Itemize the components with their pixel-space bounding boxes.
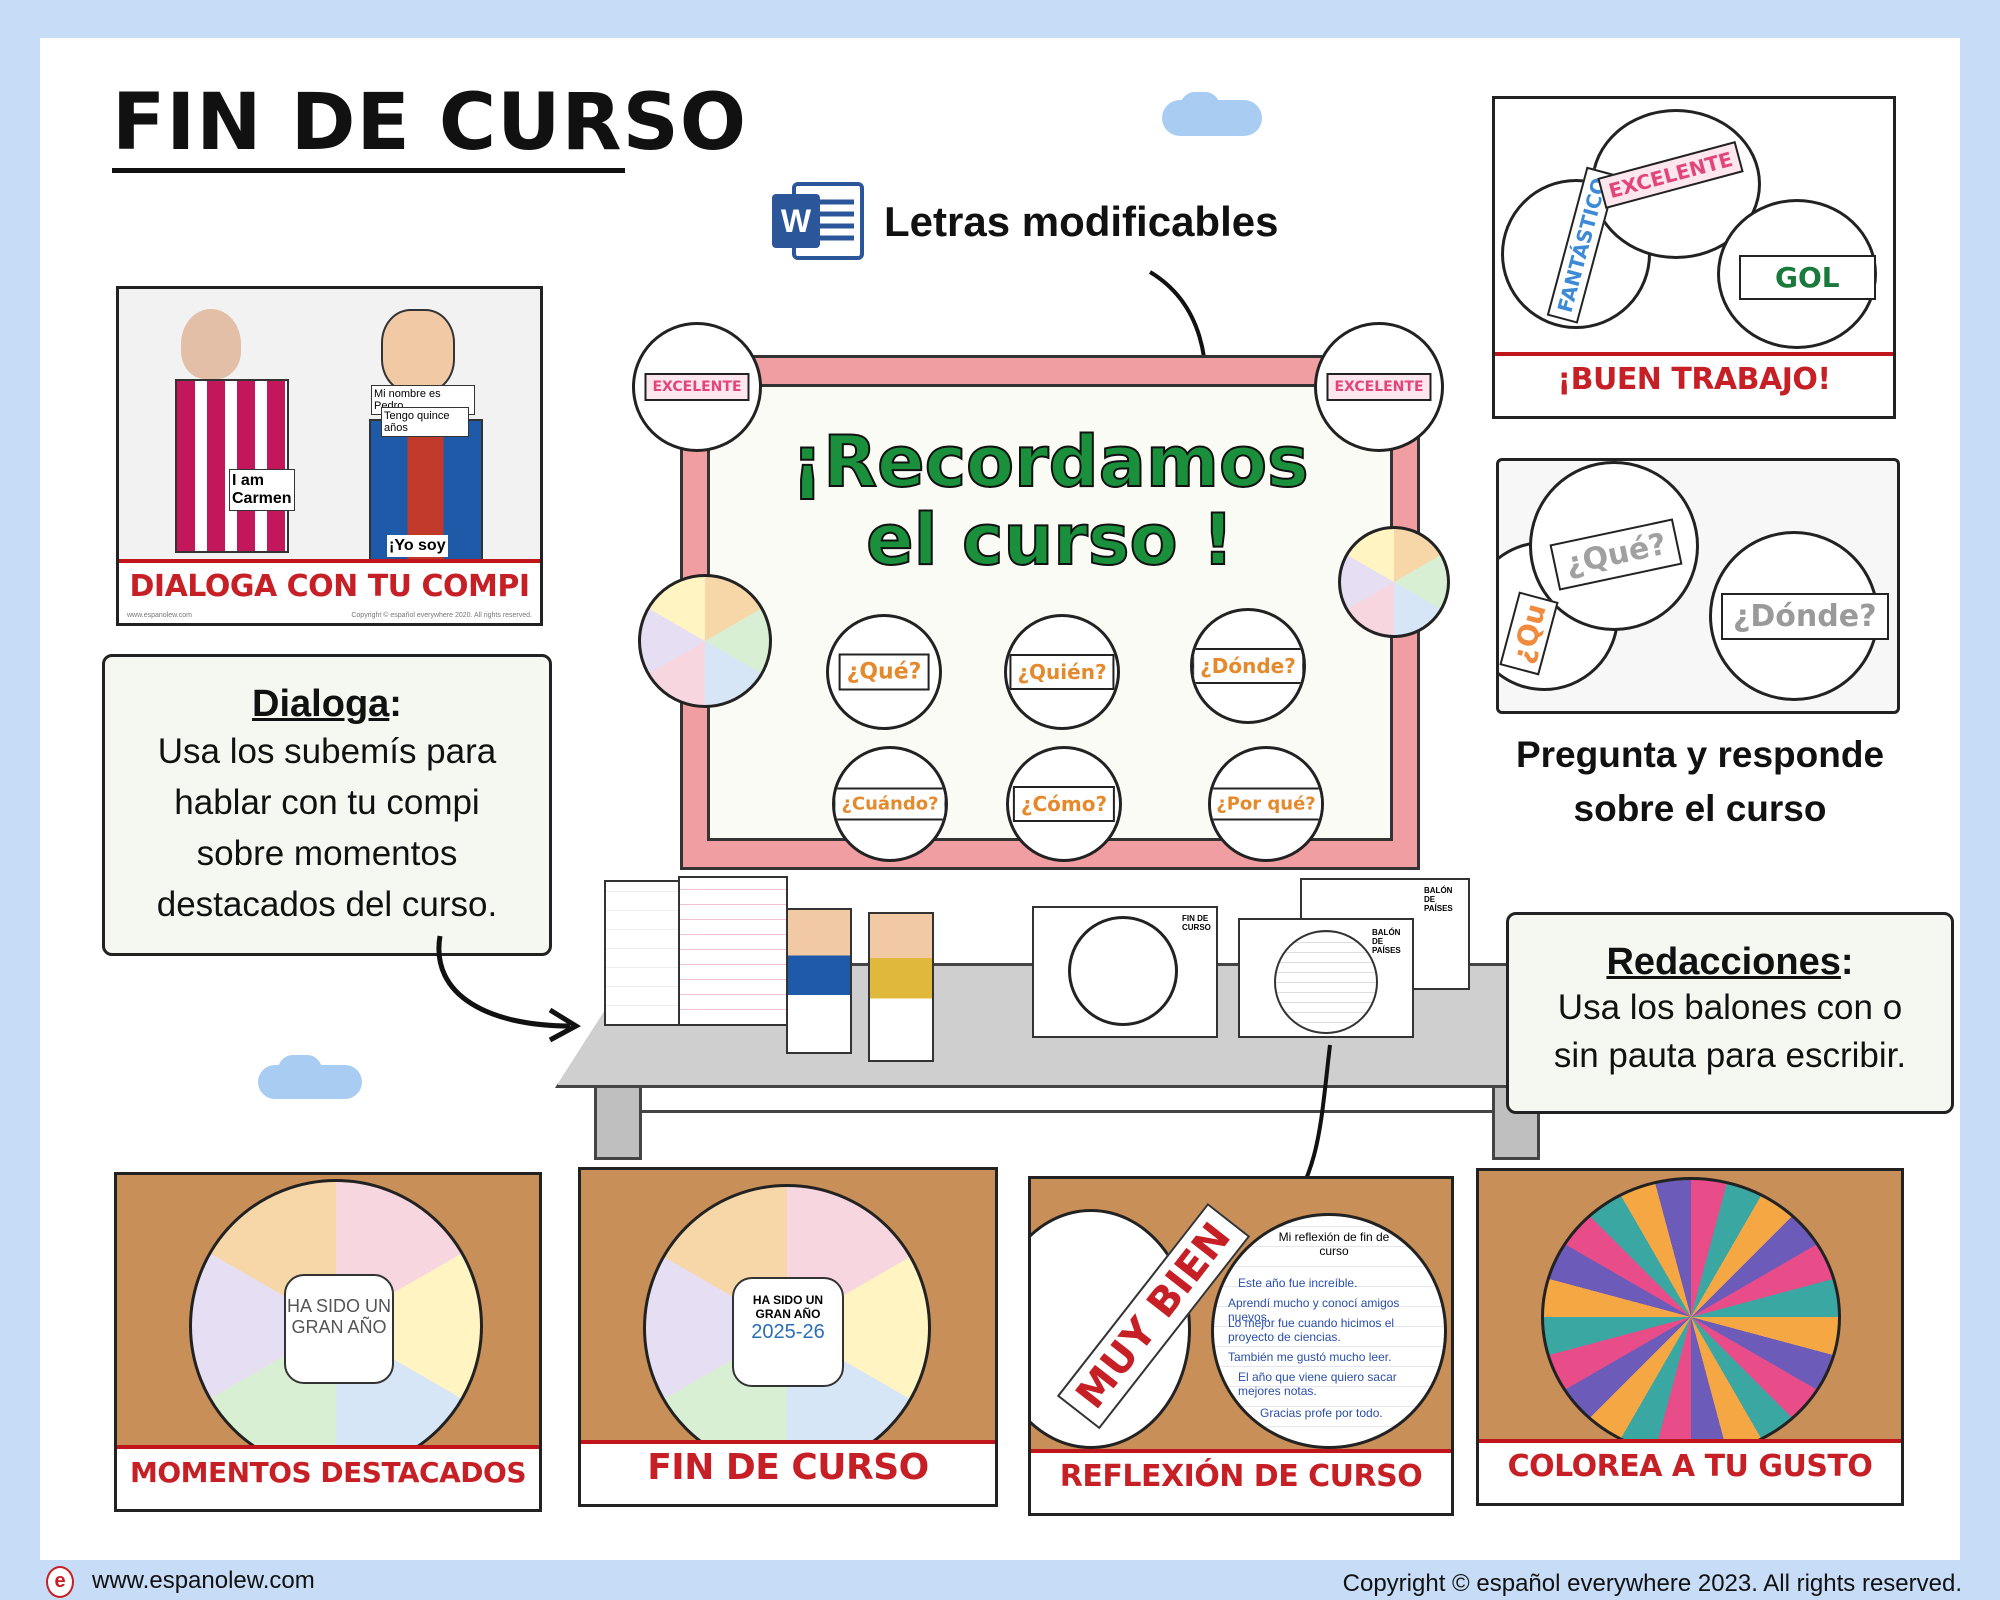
- arrow-icon: [436, 935, 582, 1043]
- character-sign: ¡Yo soy: [387, 535, 448, 557]
- cloud-icon: [278, 1055, 322, 1085]
- sheet-label: BALÓN DE PAÍSES: [1424, 886, 1453, 913]
- soccer-ball-icon: EXCELENTE: [632, 322, 762, 452]
- buen-label-gol: GOL: [1739, 255, 1876, 300]
- caption-strip: ¡BUEN TRABAJO!: [1495, 352, 1893, 416]
- pregunta-label-donde: ¿Dónde?: [1721, 593, 1889, 640]
- corner-label: EXCELENTE: [1326, 373, 1432, 401]
- character-sign: I am Carmen: [229, 469, 295, 511]
- table-figure-yellow: [868, 912, 934, 1062]
- page-title: FIN DE CURSO: [112, 78, 748, 168]
- caption-strip: REFLEXIÓN DE CURSO: [1031, 1449, 1451, 1513]
- question-label: ¿Cómo?: [1012, 786, 1116, 822]
- soccer-ball-icon: ¿Por qué?: [1208, 746, 1324, 862]
- ball-year: 2025-26: [751, 1321, 825, 1343]
- word-icon: W: [772, 182, 864, 260]
- reflection-ball: Mi reflexión de fin de curso Este año fu…: [1211, 1213, 1447, 1449]
- footer-website[interactable]: www.espanolew.com: [92, 1567, 315, 1594]
- card-caption: REFLEXIÓN DE CURSO: [1059, 1459, 1423, 1494]
- board-title-line1: ¡Recordamos: [790, 421, 1309, 503]
- card-fin-de-curso: HA SIDO UN GRAN AÑO 2025-26 FIN DE CURSO: [578, 1167, 998, 1507]
- card-pregunta-photo: ¿Qué? ¿Dónde? ¿Qu: [1496, 458, 1900, 714]
- soccer-ball-icon: ¿Cómo?: [1006, 746, 1122, 862]
- card-colorea: COLOREA A TU GUSTO: [1476, 1168, 1904, 1506]
- board-title-line2: el curso !: [865, 499, 1235, 581]
- reflection-line: También me gustó mucho leer.: [1228, 1350, 1392, 1364]
- corner-label: EXCELENTE: [644, 373, 750, 401]
- soccer-ball-icon: HA SIDO UN GRAN AÑO: [189, 1179, 483, 1473]
- character-face: [181, 309, 241, 379]
- ball-center-text: HA SIDO UN GRAN AÑO: [752, 1293, 824, 1321]
- soccer-ball-icon: [1068, 916, 1178, 1026]
- question-label: ¿Dónde?: [1193, 648, 1303, 684]
- ball-center: HA SIDO UN GRAN AÑO 2025-26: [732, 1277, 844, 1387]
- question-label: ¿Por qué?: [1211, 787, 1321, 821]
- ball-center: HA SIDO UN GRAN AÑO: [284, 1274, 394, 1384]
- card-caption: DIALOGA CON TU COMPI: [129, 569, 530, 604]
- note-body: Usa los subemís para hablar con tu compi…: [156, 732, 498, 924]
- card-caption: MOMENTOS DESTACADOS: [130, 1456, 526, 1489]
- soccer-ball-icon: ¿Dónde?: [1190, 608, 1306, 724]
- sheet-label: FIN DE CURSO: [1182, 914, 1211, 932]
- character-head: [381, 309, 455, 393]
- reflection-line: Aprendí mucho y conocí amigos nuevos.: [1228, 1296, 1400, 1324]
- soccer-ball-icon: [1338, 526, 1450, 638]
- title-underline: [112, 168, 625, 173]
- question-label: ¿Quién?: [1009, 654, 1115, 690]
- caption-strip: DIALOGA CON TU COMPI: [119, 559, 540, 623]
- reflection-line: Gracias profe por todo.: [1260, 1406, 1383, 1420]
- table-worksheet-balon-paises: BALÓN DE PAÍSES: [1238, 918, 1414, 1038]
- caption-strip: COLOREA A TU GUSTO: [1479, 1439, 1901, 1503]
- soccer-ball-icon: ¿Qué?: [826, 614, 942, 730]
- tiny-copyright: Copyright © español everywhere 2020. All…: [351, 612, 532, 619]
- card-buen-trabajo: FANTÁSTICO EXCELENTE GOL ¡BUEN TRABAJO!: [1492, 96, 1896, 419]
- reflection-heading: Mi reflexión de fin de curso: [1278, 1230, 1390, 1258]
- speech-bubble: Tengo quince años: [381, 407, 469, 437]
- card-caption: FIN DE CURSO: [647, 1447, 929, 1488]
- note-title: Dialoga:: [252, 683, 402, 725]
- caption-strip: MOMENTOS DESTACADOS: [117, 1445, 539, 1509]
- card-caption: ¡BUEN TRABAJO!: [1557, 362, 1831, 397]
- word-callout: Letras modificables: [884, 198, 1279, 245]
- reflection-line: El año que viene quiero sacar mejores no…: [1238, 1370, 1397, 1398]
- note-dialoga: Dialoga: Usa los subemís para hablar con…: [102, 654, 552, 956]
- card-momentos-destacados: HA SIDO UN GRAN AÑO MOMENTOS DESTACADOS: [114, 1172, 542, 1512]
- reflection-line: Lo mejor fue cuando hicimos el proyecto …: [1228, 1316, 1395, 1344]
- soccer-ball-icon: [1541, 1177, 1841, 1457]
- table-leg: [594, 1085, 642, 1160]
- logo-icon: e: [46, 1566, 74, 1598]
- reflection-line: Este año fue increíble.: [1238, 1276, 1358, 1290]
- soccer-ball-icon: [1274, 930, 1378, 1034]
- soccer-ball-icon: [638, 574, 772, 708]
- card-reflexion: MUY BIEN Mi reflexión de fin de curso Es…: [1028, 1176, 1454, 1516]
- note-title: Redacciones:: [1606, 941, 1854, 983]
- footer-copyright: Copyright © español everywhere 2023. All…: [1342, 1570, 1962, 1597]
- note-body: Usa los balones con o sin pauta para esc…: [1553, 988, 1907, 1075]
- board-title: ¡Recordamos el curso !: [710, 421, 1390, 581]
- question-label: ¿Qué?: [838, 653, 930, 691]
- character-box-red: [175, 379, 289, 553]
- table-worksheet: [678, 876, 788, 1026]
- soccer-ball-icon: EXCELENTE: [1314, 322, 1444, 452]
- table-worksheet-fin-de-curso: FIN DE CURSO: [1032, 906, 1218, 1038]
- card-caption: COLOREA A TU GUSTO: [1507, 1449, 1873, 1484]
- pregunta-text: Pregunta y responde sobre el curso: [1515, 734, 1885, 829]
- cloud-icon: [1180, 92, 1220, 122]
- caption-strip: FIN DE CURSO: [581, 1440, 995, 1504]
- tiny-site: www.espanolew.com: [127, 612, 192, 619]
- table-figure-red: [786, 908, 852, 1054]
- question-label: ¿Cuándo?: [835, 787, 945, 821]
- note-redacciones: Redacciones: Usa los balones con o sin p…: [1506, 912, 1954, 1114]
- table-stretcher: [642, 1080, 1492, 1113]
- soccer-ball-icon: HA SIDO UN GRAN AÑO 2025-26: [643, 1184, 931, 1472]
- soccer-ball-icon: ¿Quién?: [1004, 614, 1120, 730]
- svg-text:W: W: [781, 203, 812, 239]
- card-dialoga-photo: I am Carmen Mi nombre es Pedro Tengo qui…: [116, 286, 543, 626]
- soccer-ball-icon: ¿Cuándo?: [832, 746, 948, 862]
- sheet-label: BALÓN DE PAÍSES: [1372, 928, 1401, 955]
